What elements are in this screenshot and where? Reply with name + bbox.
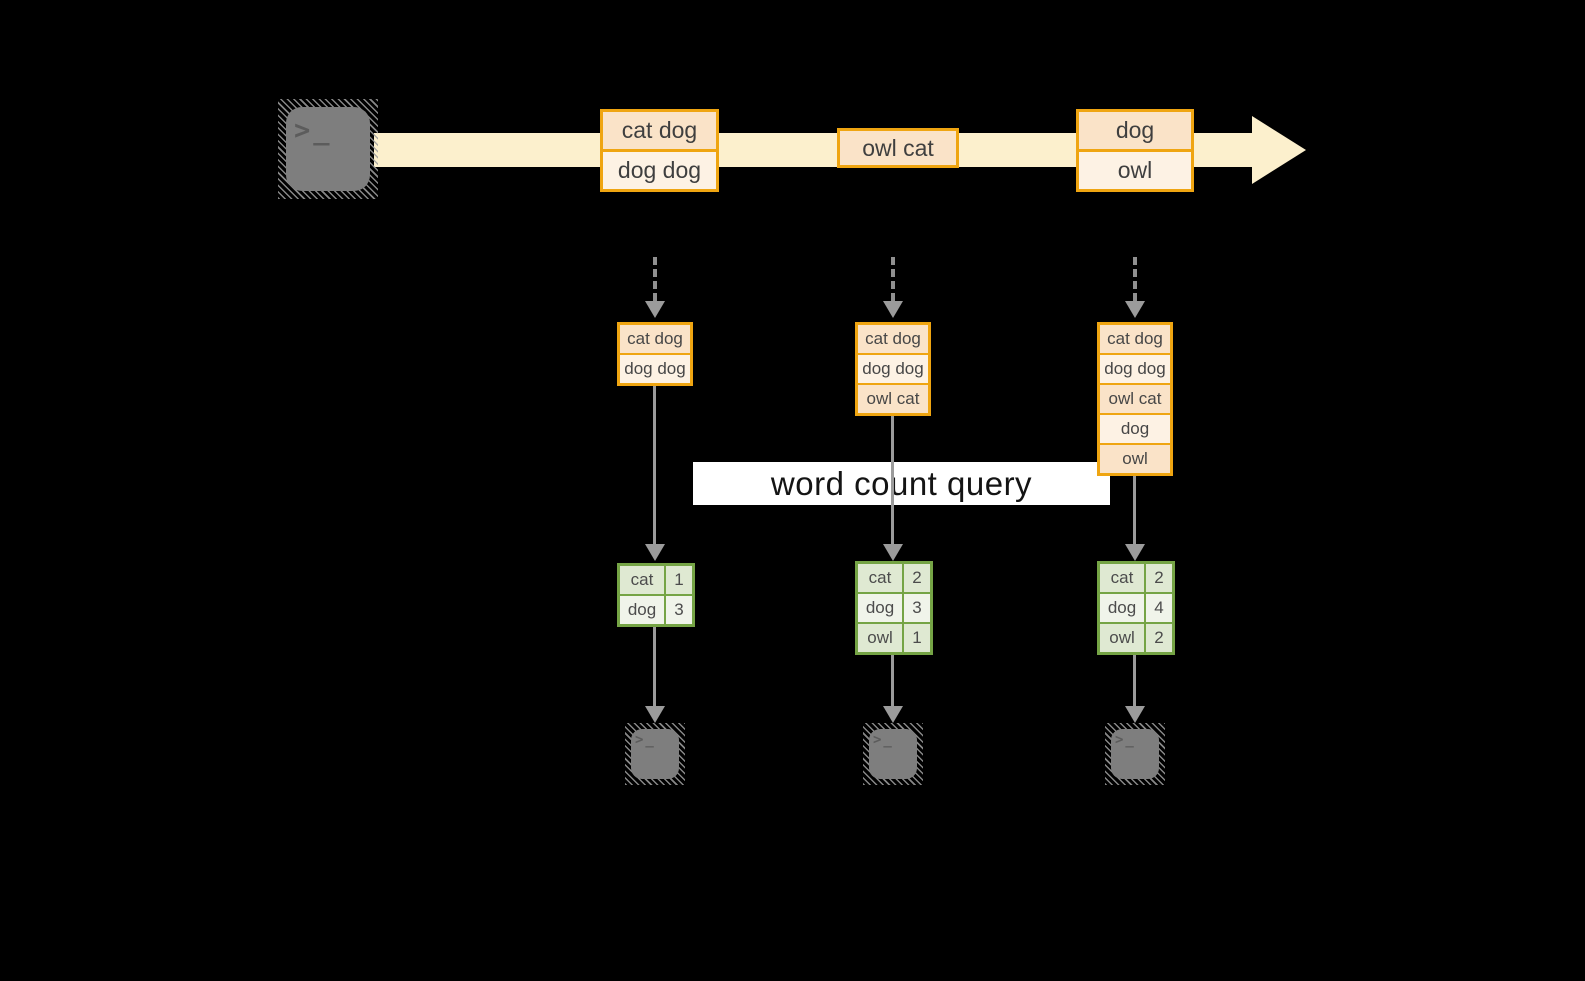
event-cell: dog bbox=[1079, 112, 1191, 149]
count-table-3: cat 2 dog 4 owl 2 bbox=[1097, 561, 1175, 655]
terminal-prompt-glyph: >_ bbox=[294, 115, 333, 146]
query-arrow-line bbox=[653, 386, 656, 544]
count-cell: 3 bbox=[666, 596, 692, 624]
terminal-body bbox=[869, 729, 917, 779]
event-box-2: owl cat bbox=[837, 128, 959, 168]
word-cell: dog bbox=[858, 594, 902, 622]
event-cell: cat dog bbox=[603, 112, 716, 149]
terminal-prompt-glyph: >_ bbox=[635, 732, 656, 748]
stream-arrowhead-icon bbox=[1252, 116, 1306, 184]
buffer-cell: cat dog bbox=[858, 325, 928, 353]
count-cell: 3 bbox=[904, 594, 930, 622]
word-cell: owl bbox=[1100, 624, 1144, 652]
arrow-down-icon bbox=[883, 301, 903, 318]
query-arrow-line bbox=[1133, 476, 1136, 544]
query-arrow-line bbox=[891, 416, 894, 544]
buffer-cell: owl bbox=[1100, 445, 1170, 473]
word-cell: cat bbox=[1100, 564, 1144, 592]
count-cell: 2 bbox=[904, 564, 930, 592]
terminal-prompt-glyph: >_ bbox=[1115, 732, 1136, 748]
buffer-cell: owl cat bbox=[1100, 385, 1170, 413]
buffer-cell: dog bbox=[1100, 415, 1170, 443]
event-buffer-2: cat dog dog dog owl cat bbox=[855, 322, 931, 416]
sink-arrow-line bbox=[1133, 655, 1136, 706]
count-cell: 2 bbox=[1146, 624, 1172, 652]
event-cell: owl cat bbox=[840, 131, 956, 165]
arrow-down-icon bbox=[1125, 544, 1145, 561]
sink-terminal-icon: >_ bbox=[863, 723, 923, 785]
arrow-down-icon bbox=[1125, 706, 1145, 723]
arrow-down-icon bbox=[1125, 301, 1145, 318]
sink-arrow-line bbox=[891, 655, 894, 706]
buffer-cell: dog dog bbox=[858, 355, 928, 383]
batch-arrow-dashed-line bbox=[653, 257, 657, 301]
word-cell: owl bbox=[858, 624, 902, 652]
sink-terminal-icon: >_ bbox=[625, 723, 685, 785]
buffer-cell: cat dog bbox=[620, 325, 690, 353]
batch-arrow-dashed-line bbox=[1133, 257, 1137, 301]
event-cell: owl bbox=[1079, 152, 1191, 189]
event-buffer-1: cat dog dog dog bbox=[617, 322, 693, 386]
count-cell: 1 bbox=[904, 624, 930, 652]
buffer-cell: owl cat bbox=[858, 385, 928, 413]
arrow-down-icon bbox=[645, 301, 665, 318]
terminal-prompt-glyph: >_ bbox=[873, 732, 894, 748]
terminal-body bbox=[286, 107, 370, 191]
event-cell: dog dog bbox=[603, 152, 716, 189]
count-table-1: cat 1 dog 3 bbox=[617, 563, 695, 627]
terminal-body bbox=[631, 729, 679, 779]
count-cell: 2 bbox=[1146, 564, 1172, 592]
arrow-down-icon bbox=[883, 706, 903, 723]
count-cell: 4 bbox=[1146, 594, 1172, 622]
query-band: word count query bbox=[693, 462, 1110, 505]
event-box-3: dog owl bbox=[1076, 109, 1194, 192]
source-terminal-icon: >_ bbox=[278, 99, 378, 199]
event-box-1: cat dog dog dog bbox=[600, 109, 719, 192]
buffer-cell: dog dog bbox=[1100, 355, 1170, 383]
arrow-down-icon bbox=[645, 544, 665, 561]
count-table-2: cat 2 dog 3 owl 1 bbox=[855, 561, 933, 655]
word-cell: cat bbox=[620, 566, 664, 594]
sink-terminal-icon: >_ bbox=[1105, 723, 1165, 785]
count-cell: 1 bbox=[666, 566, 692, 594]
word-cell: cat bbox=[858, 564, 902, 592]
event-buffer-3: cat dog dog dog owl cat dog owl bbox=[1097, 322, 1173, 476]
word-cell: dog bbox=[1100, 594, 1144, 622]
batch-arrow-dashed-line bbox=[891, 257, 895, 301]
arrow-down-icon bbox=[883, 544, 903, 561]
buffer-cell: cat dog bbox=[1100, 325, 1170, 353]
query-label: word count query bbox=[770, 464, 1033, 502]
sink-arrow-line bbox=[653, 627, 656, 706]
buffer-cell: dog dog bbox=[620, 355, 690, 383]
word-cell: dog bbox=[620, 596, 664, 624]
arrow-down-icon bbox=[645, 706, 665, 723]
terminal-body bbox=[1111, 729, 1159, 779]
